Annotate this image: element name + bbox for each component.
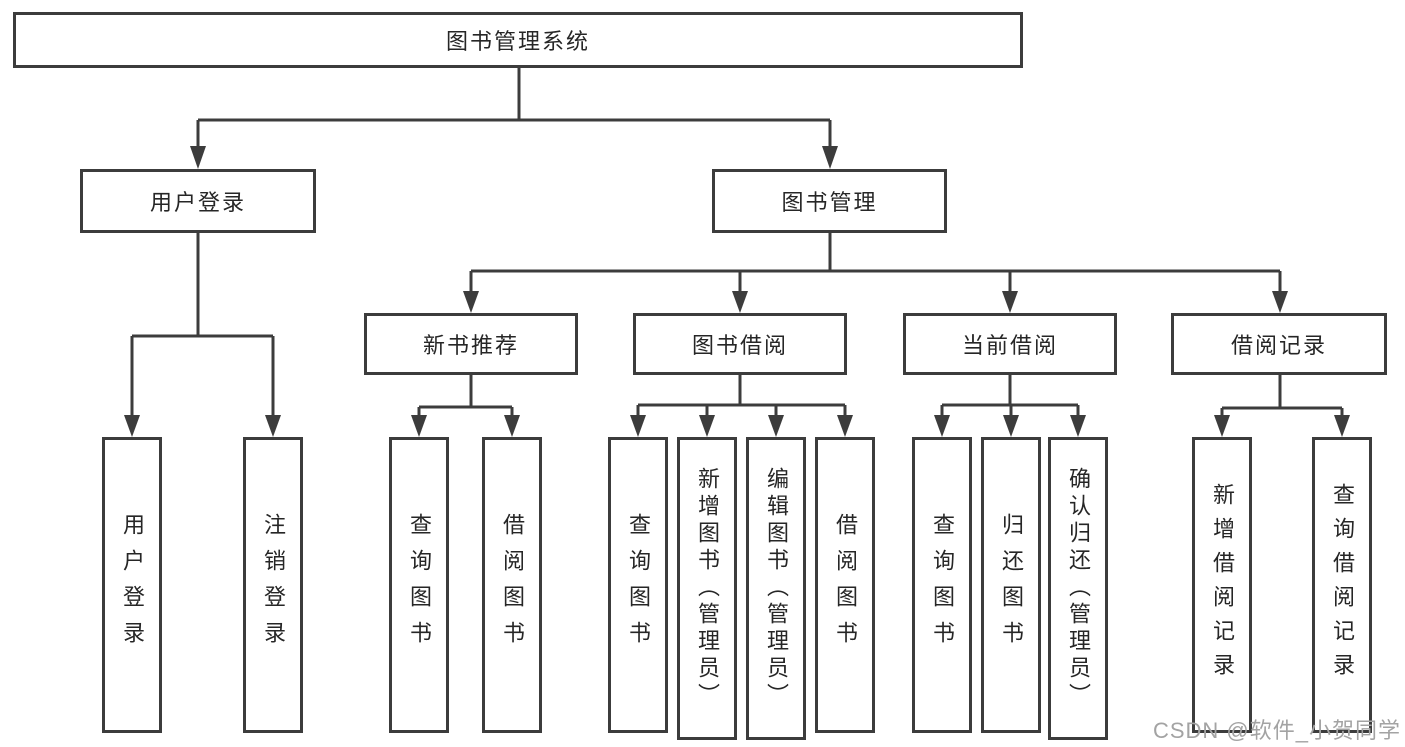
- leaf-add-borrow-record: 新增借阅记录: [1192, 437, 1252, 733]
- node-label: 图书管理系统: [445, 29, 590, 54]
- node-new-book-recommend: 新书推荐: [364, 313, 578, 375]
- node-label: 新增图书（管理员）: [695, 467, 720, 710]
- node-label: 图书借阅: [691, 333, 788, 358]
- node-book-borrow: 图书借阅: [633, 313, 847, 375]
- node-label: 用户登录: [149, 190, 246, 215]
- node-borrow-record: 借阅记录: [1171, 313, 1387, 375]
- node-label: 注销登录: [261, 513, 286, 657]
- leaf-return-book: 归还图书: [981, 437, 1041, 733]
- leaf-borrow-book: 借阅图书: [482, 437, 542, 733]
- leaf-add-book-admin: 新增图书（管理员）: [677, 437, 737, 740]
- watermark: CSDN @软件_小贺同学: [1152, 718, 1401, 743]
- leaf-query-book: 查询图书: [389, 437, 449, 733]
- leaf-query-borrow-record: 查询借阅记录: [1312, 437, 1372, 733]
- node-label: 当前借阅: [961, 333, 1058, 358]
- node-label: 借阅图书: [500, 513, 525, 657]
- leaf-borrow-book: 借阅图书: [815, 437, 875, 733]
- leaf-confirm-return-admin: 确认归还（管理员）: [1048, 437, 1108, 740]
- node-label: 查询图书: [626, 513, 651, 657]
- leaf-edit-book-admin: 编辑图书（管理员）: [746, 437, 806, 740]
- leaf-query-book: 查询图书: [608, 437, 668, 733]
- node-label: 用户登录: [120, 513, 145, 657]
- node-label: 借阅记录: [1230, 333, 1327, 358]
- node-user-login: 用户登录: [80, 169, 316, 233]
- node-label: 查询图书: [930, 513, 955, 657]
- node-label: 新增借阅记录: [1210, 483, 1235, 687]
- leaf-user-login: 用户登录: [102, 437, 162, 733]
- node-book-management: 图书管理: [712, 169, 947, 233]
- node-label: 新书推荐: [422, 333, 519, 358]
- leaf-logout: 注销登录: [243, 437, 303, 733]
- node-current-borrow: 当前借阅: [903, 313, 1117, 375]
- node-library-system: 图书管理系统: [13, 12, 1023, 68]
- node-label: 图书管理: [781, 190, 878, 215]
- arrowheads: [124, 146, 1350, 437]
- node-label: 查询借阅记录: [1330, 483, 1355, 687]
- leaf-query-book: 查询图书: [912, 437, 972, 733]
- node-label: 归还图书: [999, 513, 1024, 657]
- node-label: 编辑图书（管理员）: [764, 467, 789, 710]
- node-label: 查询图书: [407, 513, 432, 657]
- node-label: 确认归还（管理员）: [1066, 467, 1091, 710]
- node-label: 借阅图书: [833, 513, 858, 657]
